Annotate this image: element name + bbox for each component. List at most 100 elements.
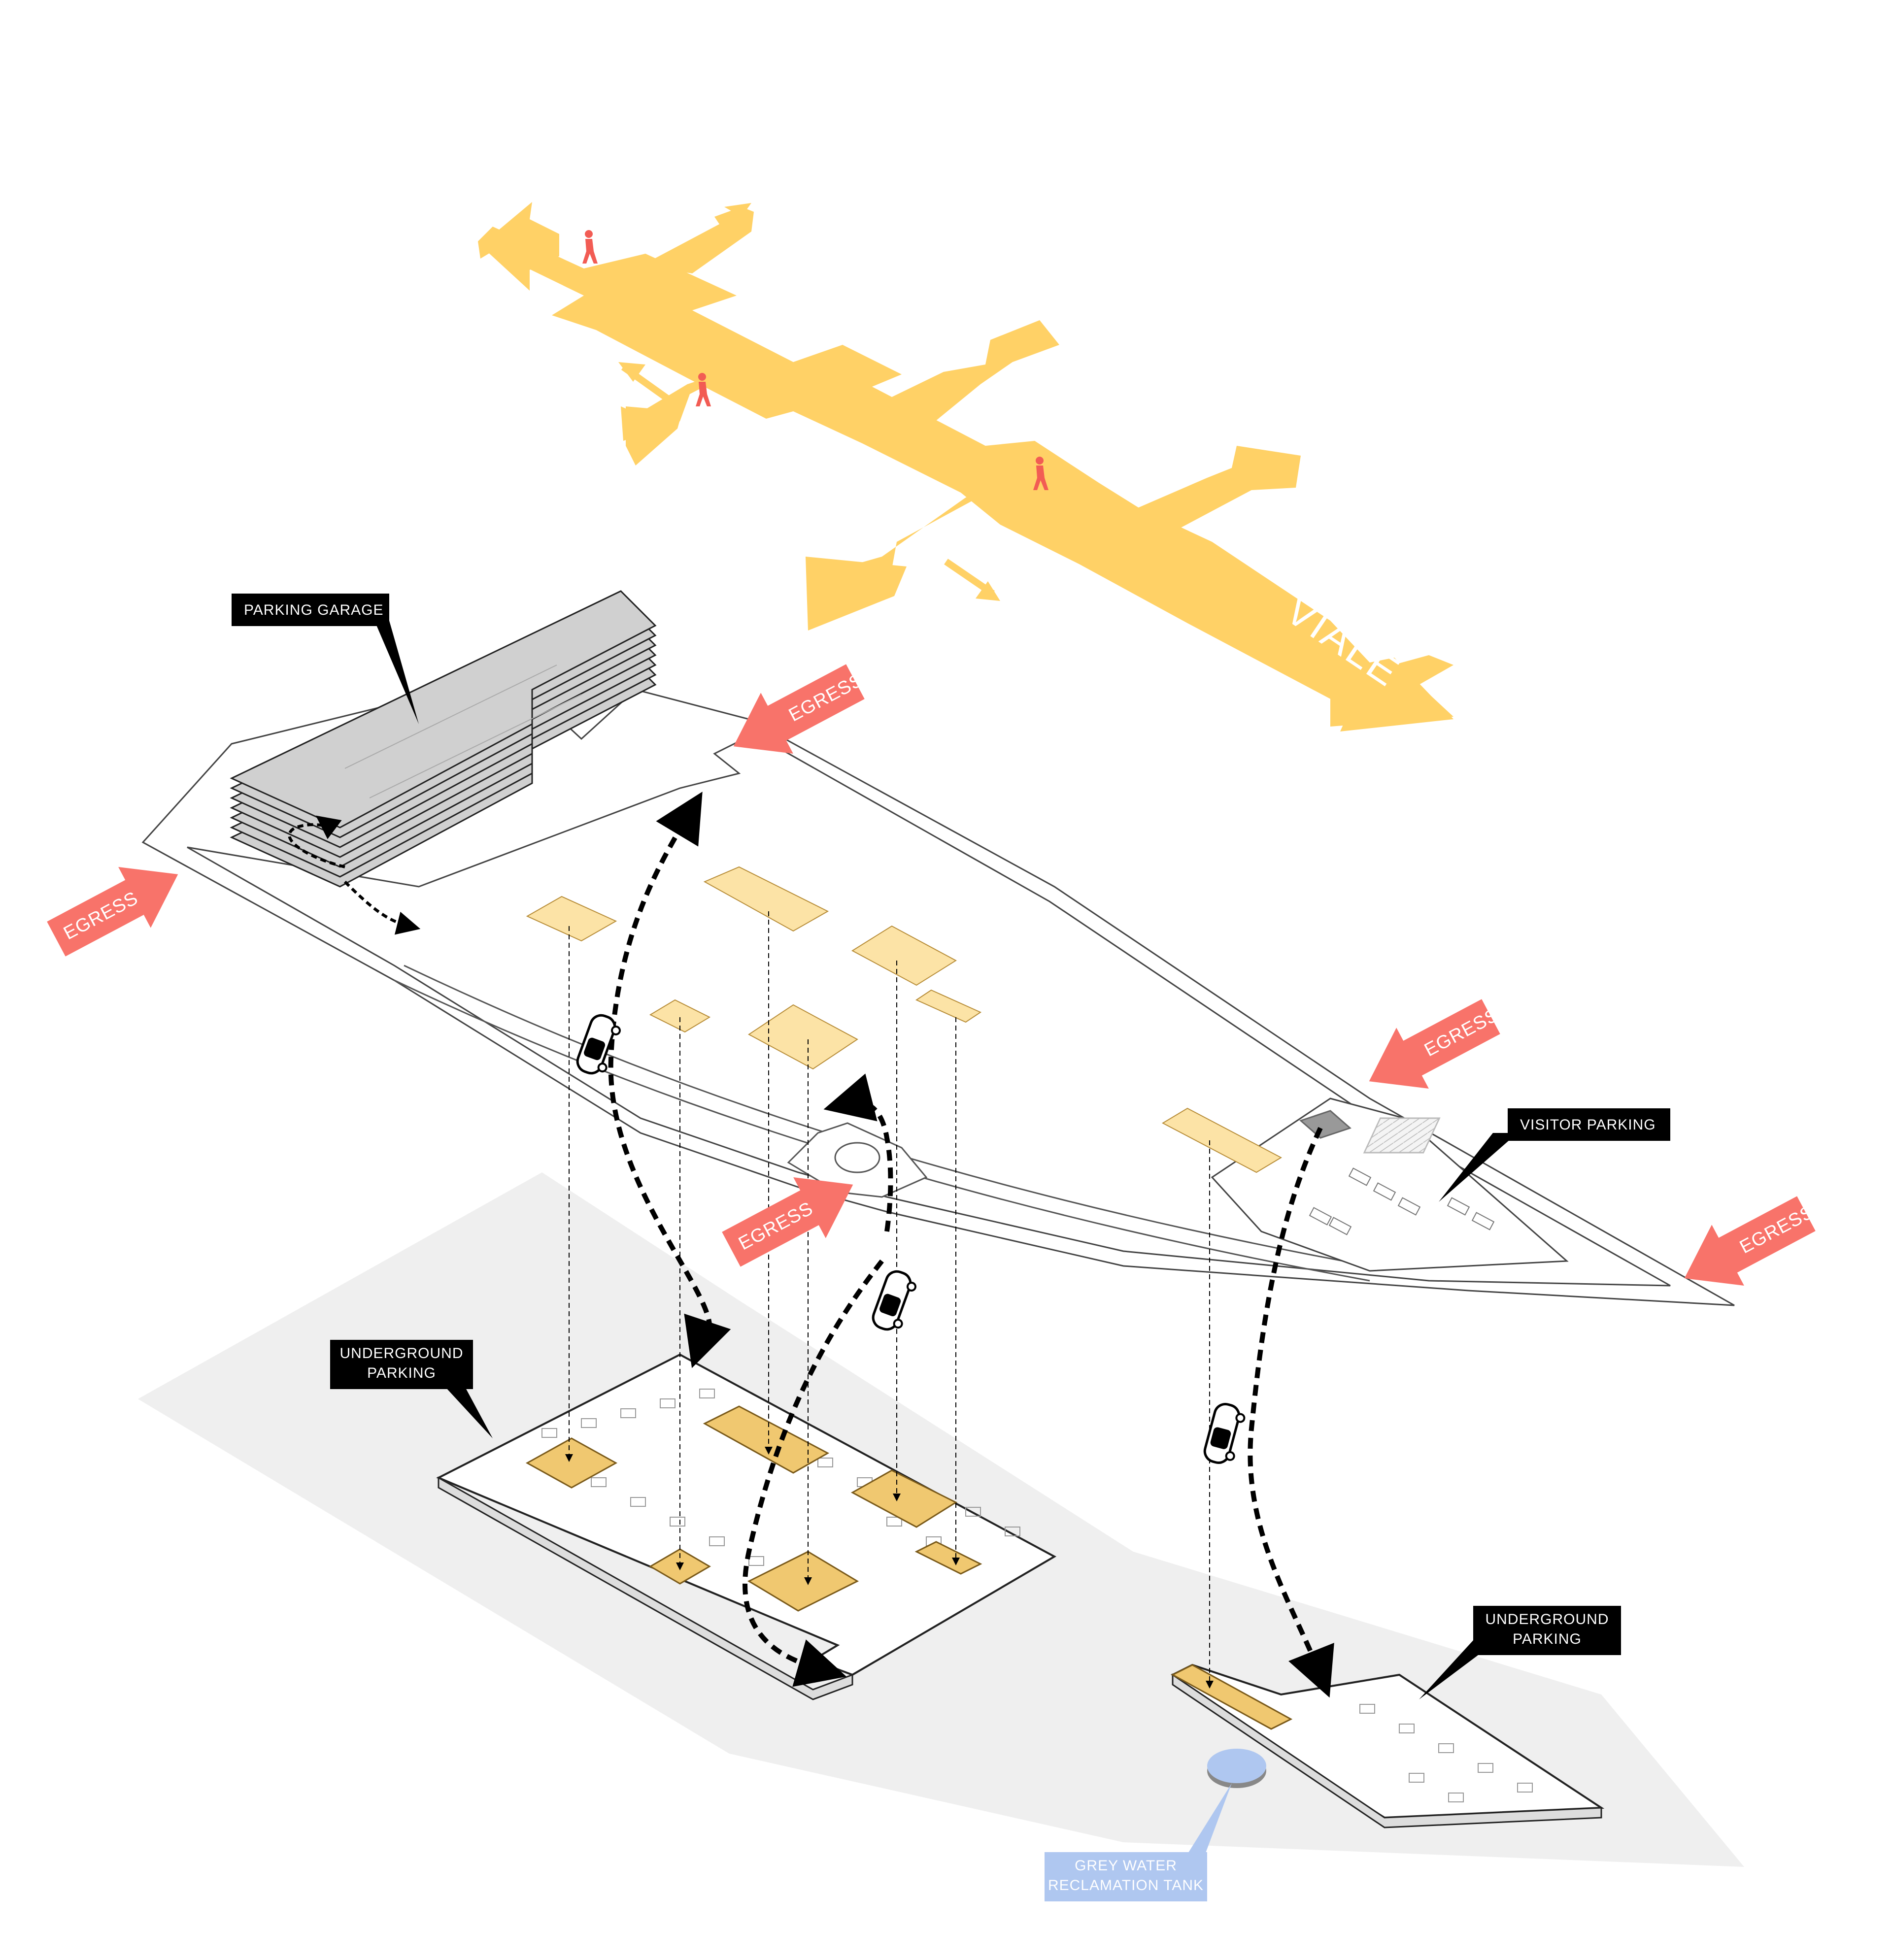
roundabout-centre: [834, 1142, 880, 1173]
stall: [581, 1418, 597, 1428]
callout-label-line2: PARKING: [1513, 1631, 1582, 1647]
light-well: [850, 1469, 958, 1528]
light-well: [1171, 1664, 1293, 1730]
stall: [1399, 1724, 1415, 1733]
callout-pointer: [374, 621, 419, 724]
tank-top: [1207, 1749, 1266, 1783]
stall: [1448, 1793, 1464, 1802]
stall: [620, 1408, 636, 1418]
stall: [1447, 1197, 1470, 1216]
viale-branch-ne: [641, 207, 754, 273]
callout-pointer: [434, 1374, 493, 1438]
egress-arrow: EGRESS: [47, 867, 178, 957]
stall: [748, 1556, 764, 1566]
callout-label-line2: RECLAMATION TANK: [1048, 1877, 1204, 1894]
callout-pointer: [1439, 1133, 1518, 1202]
stall: [1517, 1783, 1533, 1793]
stall: [1309, 1207, 1332, 1226]
garage-roof-detail: [369, 694, 582, 798]
light-well: [1161, 1107, 1283, 1173]
curved-road-inner: [404, 964, 1370, 1267]
grey-water-tank: [1182, 1749, 1266, 1862]
stall: [670, 1517, 685, 1527]
stall: [591, 1477, 607, 1487]
circulation-arrow-1: [608, 792, 712, 1330]
pedestrian-icon: [582, 230, 598, 264]
light-well: [525, 1437, 618, 1489]
viale-small-arrowhead-2: [976, 581, 1000, 601]
callout-label-line1: UNDERGROUND: [340, 1345, 464, 1362]
callout-label-line1: GREY WATER: [1075, 1858, 1177, 1874]
site-inner-road: [187, 733, 1671, 1287]
car-icon: [872, 1270, 916, 1331]
visitor-parking-stalls: [1309, 1167, 1495, 1235]
viale-arrowhead-sw: [806, 557, 907, 631]
viale-small-arrowhead-1: [618, 362, 645, 382]
stall: [699, 1389, 715, 1398]
stall: [886, 1517, 902, 1527]
callout-label-line1: UNDERGROUND: [1486, 1611, 1609, 1628]
stall: [1359, 1704, 1375, 1714]
stall: [1348, 1167, 1372, 1186]
stall: [1005, 1527, 1020, 1536]
projection-lines: [565, 911, 1214, 1689]
underground-parking-small: [1171, 1663, 1605, 1828]
stall: [541, 1428, 557, 1438]
stall: [1409, 1773, 1424, 1783]
viale-arrowhead-ne-small: [724, 203, 751, 217]
callout-underground-parking-small: UNDERGROUND PARKING: [1419, 1606, 1621, 1699]
stall: [630, 1497, 646, 1507]
viale-main-arm: [478, 227, 1453, 731]
stall: [1373, 1182, 1396, 1201]
light-well: [748, 1004, 858, 1070]
light-well: [747, 1551, 859, 1612]
callout-grey-water: GREY WATER RECLAMATION TANK: [1045, 1852, 1207, 1901]
callout-underground-parking-large: UNDERGROUND PARKING: [330, 1340, 493, 1438]
light-well: [703, 1405, 830, 1474]
stall: [965, 1507, 981, 1517]
pedestrian-icon: [1033, 457, 1048, 490]
main-curved-road: [394, 979, 1370, 1282]
callout-label: PARKING GARAGE: [244, 602, 384, 618]
callout-box: [1473, 1606, 1621, 1655]
callout-box: [330, 1340, 473, 1389]
callout-pointer: [1182, 1783, 1232, 1862]
visitor-parking-lot: [1211, 1097, 1569, 1272]
underground-slab-small-edge: [1172, 1673, 1602, 1828]
light-wells-ground: [526, 866, 1283, 1173]
stall: [1328, 1217, 1352, 1235]
egress-arrow: EGRESS: [1369, 999, 1502, 1089]
light-well: [915, 989, 982, 1023]
stall: [1471, 1212, 1495, 1230]
underground-stalls: [541, 1389, 1020, 1586]
pedestrian-icon: [696, 373, 711, 406]
visitor-parking-hatched: [1363, 1117, 1441, 1154]
circulation-arrow-4: [1248, 1127, 1334, 1698]
visitor-parking-dark-box: [1299, 1110, 1351, 1139]
pedestrian-path-viale: VIALE: [478, 202, 1453, 731]
viale-branch-e: [857, 320, 1059, 429]
underground-stalls-small: [1359, 1704, 1533, 1802]
stall: [1438, 1743, 1454, 1753]
circulation-arrow-3: [743, 1259, 884, 1687]
site-plan: [141, 674, 1735, 1306]
car-circulation-arrows: [608, 792, 1334, 1698]
car-icon: [576, 1014, 621, 1075]
underground-parking-large: [436, 1353, 1057, 1700]
callout-box: [232, 594, 389, 626]
viale-branch-se: [1133, 446, 1301, 532]
stall: [660, 1398, 676, 1408]
stall: [1478, 1763, 1493, 1773]
garage-exit-arrow: [343, 880, 421, 935]
car-icon: [1203, 1403, 1246, 1464]
light-wells-underground: [525, 1405, 982, 1612]
light-well: [649, 999, 711, 1033]
light-well: [526, 896, 617, 942]
circulation-arrow-2: [823, 1073, 893, 1232]
parking-garage: [230, 590, 657, 888]
stall: [709, 1536, 725, 1546]
circulation-arrow-5: [684, 1313, 731, 1368]
viale-arrowhead-w: [626, 406, 682, 465]
callout-label: VISITOR PARKING: [1520, 1117, 1656, 1133]
